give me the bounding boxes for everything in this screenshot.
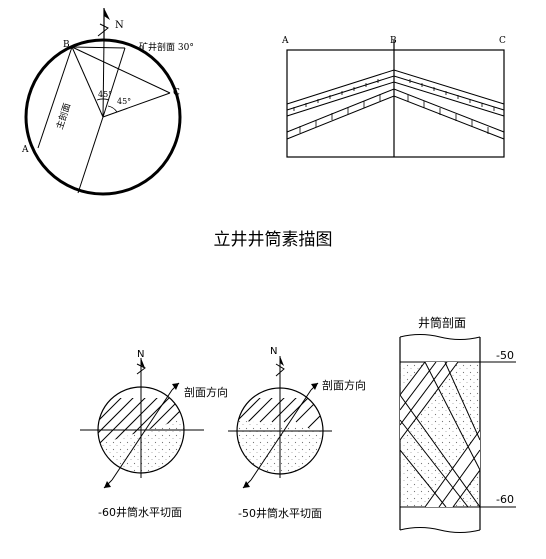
break-top — [399, 334, 481, 340]
angle-label-2: 45° — [117, 97, 131, 106]
direction-label-right: 剖面方向 — [322, 378, 366, 392]
shaft-circle — [24, 38, 182, 196]
north-zigzag-icon — [97, 23, 109, 37]
direction-label-left: 剖面方向 — [184, 385, 228, 399]
label-c: C — [499, 36, 506, 46]
caption-right: -50井筒水平切面 — [238, 506, 322, 520]
point-c-label: C — [173, 88, 180, 98]
chord-bc — [71, 46, 171, 94]
north-zigzag-icon-right — [275, 363, 285, 377]
radius-c — [102, 92, 171, 118]
depth-label-top: -50 — [496, 349, 514, 362]
section-30-line — [102, 47, 126, 118]
north-label-left: N — [137, 349, 144, 360]
plan-view-diagram: N B C A 矿井剖面 30° 45° 45° 主剖面 — [21, 8, 194, 196]
brick-ticks-right — [407, 79, 495, 134]
shaft-section-title: 井筒剖面 — [418, 315, 466, 330]
developed-section-diagram: A B C — [281, 36, 506, 158]
brick-ticks-left — [293, 79, 381, 133]
horizontal-cut-minus-60: N 剖面方向 -60井筒水平切面 — [80, 349, 228, 519]
north-arrow-icon — [104, 8, 110, 20]
north-axis — [102, 39, 105, 118]
shaft-vertical-section: 井筒剖面 -50 -60 — [399, 315, 516, 533]
point-a-label: A — [21, 145, 29, 155]
break-bottom — [399, 527, 481, 533]
mine-section-label: 矿井剖面 30° — [139, 41, 194, 53]
north-arrow-icon-right — [280, 356, 284, 366]
north-arrow-icon-left — [141, 358, 145, 368]
horizontal-cut-minus-50: N 剖面方向 -50井筒水平切面 — [228, 346, 366, 520]
chord-ba — [37, 46, 73, 149]
hatch-band-shaft — [400, 362, 480, 507]
direction-arrow-icon-right — [311, 383, 318, 390]
north-label: N — [115, 20, 124, 31]
label-a: A — [281, 36, 289, 46]
main-section-label: 主剖面 — [53, 102, 73, 131]
north-label-right: N — [270, 346, 277, 357]
label-b: B — [390, 36, 397, 46]
angle-label-1: 45° — [98, 90, 112, 99]
depth-label-bottom: -60 — [496, 493, 514, 506]
section-line-right — [250, 389, 312, 481]
angle-arc-2 — [107, 105, 118, 113]
direction-arrow-icon-left — [172, 383, 179, 390]
angle-arc-1 — [96, 98, 110, 101]
radius-b — [71, 46, 104, 118]
tail-arrow-icon-right — [243, 481, 250, 488]
point-b-label: B — [63, 40, 70, 50]
caption-left: -60井筒水平切面 — [98, 505, 182, 519]
section-frame — [286, 49, 505, 158]
radius-lower — [77, 116, 104, 194]
stratum-line-2 — [286, 75, 505, 111]
stratum-line-1 — [286, 69, 505, 105]
stratum-line-5 — [286, 95, 505, 140]
stratum-line-3 — [286, 81, 505, 117]
section-line-left — [111, 389, 173, 481]
hatch-upper-right — [237, 398, 323, 429]
tail-arrow-icon-left — [104, 481, 111, 488]
chord-top — [71, 46, 126, 49]
stratum-line-4 — [286, 88, 505, 133]
figure-caption: 立井井筒素描图 — [214, 230, 333, 250]
